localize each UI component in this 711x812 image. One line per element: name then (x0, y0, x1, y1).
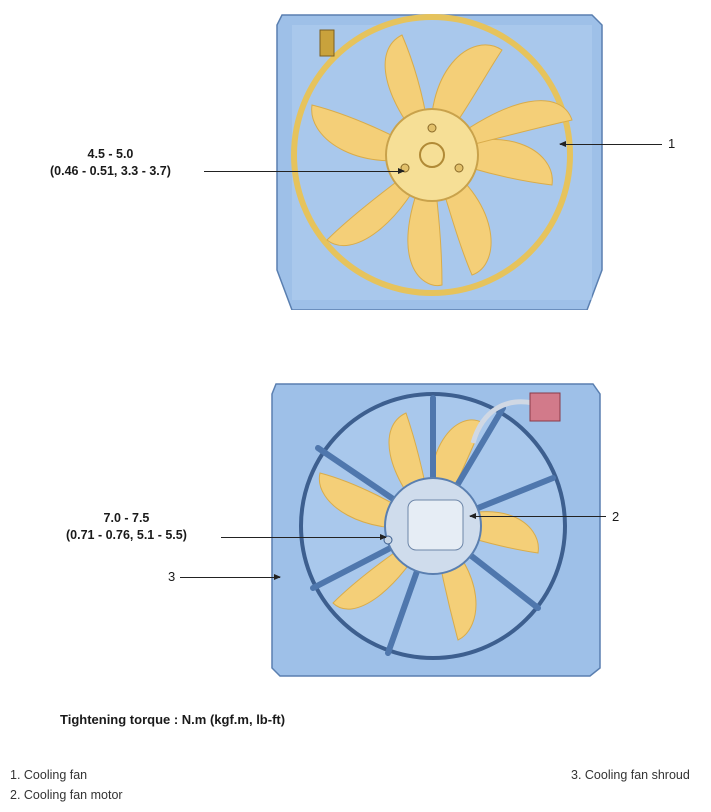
legend-item-3: 3. Cooling fan shroud (571, 768, 690, 782)
cooling-fan-rear-illustration (268, 378, 603, 683)
callout-2: 2 (612, 509, 620, 524)
motor-cover (407, 499, 464, 551)
torque-label-motor: 7.0 - 7.5 (0.71 - 0.76, 5.1 - 5.5) (66, 510, 187, 544)
leader-torque-top (204, 168, 405, 174)
legend-item-2: 2. Cooling fan motor (10, 788, 123, 802)
fan-hub (385, 108, 479, 202)
wire-harness (470, 399, 534, 444)
fan-front-svg (276, 14, 603, 311)
fan-rear-svg (271, 383, 601, 677)
cooling-fan-front-illustration (272, 10, 612, 315)
torque-label-fan: 4.5 - 5.0 (0.46 - 0.51, 3.3 - 3.7) (50, 146, 171, 180)
torque-alt-units-motor: (0.71 - 0.76, 5.1 - 5.5) (66, 528, 187, 542)
callout-1: 1 (668, 136, 676, 151)
torque-alt-units: (0.46 - 0.51, 3.3 - 3.7) (50, 164, 171, 178)
motor-connector (529, 392, 561, 422)
legend-item-1: 1. Cooling fan (10, 768, 88, 782)
torque-value: 4.5 - 5.0 (87, 147, 134, 161)
torque-units-caption: Tightening torque : N.m (kgf.m, lb-ft) (60, 712, 286, 727)
leader-callout-3 (180, 574, 281, 580)
leader-torque-bottom (221, 534, 387, 540)
leader-callout-2 (469, 513, 606, 519)
connector (319, 29, 335, 57)
callout-3: 3 (168, 569, 176, 584)
torque-value-motor: 7.0 - 7.5 (103, 511, 150, 525)
leader-callout-1 (559, 141, 662, 147)
